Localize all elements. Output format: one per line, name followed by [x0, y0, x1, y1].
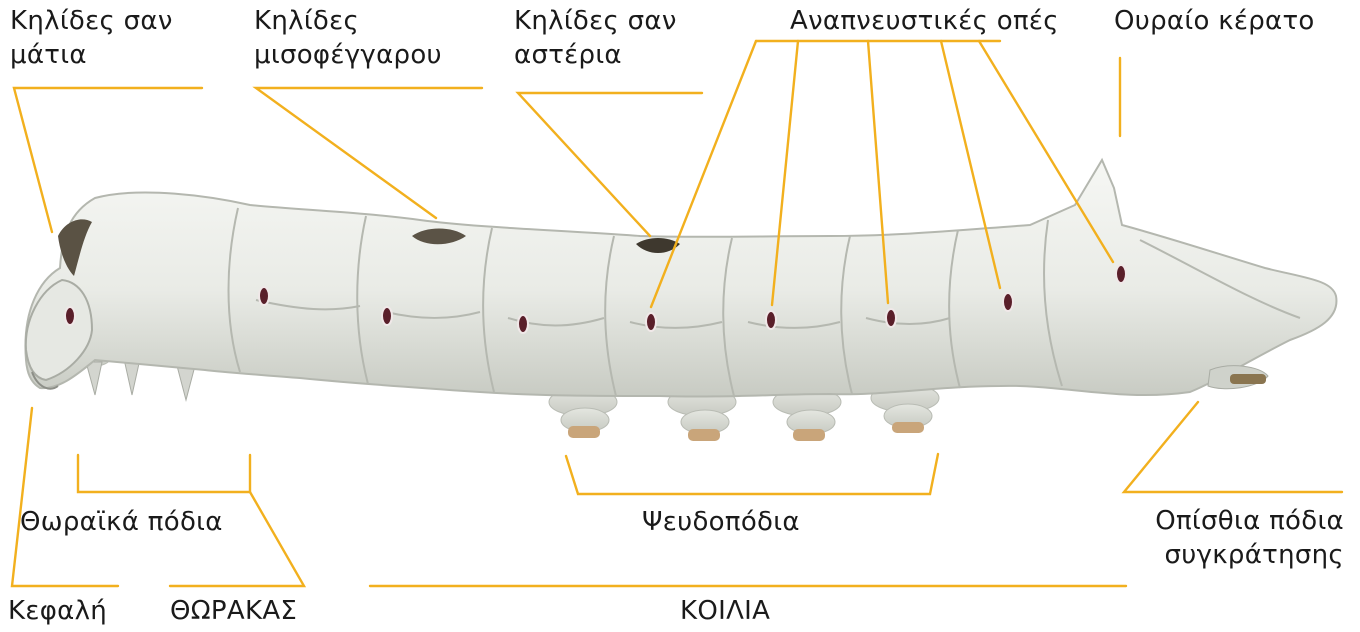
label-crescent-scales-line2: μισοφέγγαρου [254, 38, 442, 72]
proleg [773, 388, 841, 441]
label-crescent-scales-line1: Κηλίδες [254, 4, 442, 38]
label-star-scales-line1: Κηλίδες σαν [514, 4, 677, 38]
label-claspers-line2: συγκράτησης [1130, 538, 1344, 572]
leader-prolegs [566, 454, 938, 494]
label-prolegs: Ψευδοπόδια [642, 505, 800, 539]
label-crescent-scales: Κηλίδες μισοφέγγαρου [254, 4, 442, 72]
spiracle [1003, 293, 1013, 311]
spiracle [65, 307, 75, 325]
label-thoracic-legs: Θωραϊκά πόδια [20, 505, 223, 539]
label-spiracles: Αναπνευστικές οπές [790, 4, 1059, 38]
label-caudal-horn: Ουραίο κέρατο [1114, 4, 1315, 38]
spiracle [382, 307, 392, 325]
label-head: Κεφαλή [8, 594, 107, 628]
spiracle [1116, 265, 1126, 283]
label-star-scales-line2: αστέρια [514, 38, 677, 72]
label-eye-scales-line2: μάτια [10, 38, 173, 72]
leader-thoracic-legs [78, 455, 250, 492]
leader-claspers [1124, 402, 1342, 492]
body-outline [25, 160, 1336, 397]
clasper [1208, 366, 1268, 389]
leader-head [12, 408, 118, 586]
leader-crescent-scales [256, 88, 482, 218]
label-claspers: Οπίσθια πόδια συγκράτησης [1130, 504, 1344, 572]
leader-star-scales [518, 93, 702, 236]
label-claspers-line1: Οπίσθια πόδια [1130, 504, 1344, 538]
caterpillar-body [25, 160, 1336, 441]
label-star-scales: Κηλίδες σαν αστέρια [514, 4, 677, 72]
label-thorax: ΘΩΡΑΚΑΣ [170, 594, 297, 628]
spiracle [259, 287, 269, 305]
label-eye-scales: Κηλίδες σαν μάτια [10, 4, 173, 72]
label-eye-scales-line1: Κηλίδες σαν [10, 4, 173, 38]
spiracle [766, 311, 776, 329]
spiracle [886, 309, 896, 327]
label-abdomen: ΚΟΙΛΙΑ [680, 594, 770, 628]
spiracle [646, 313, 656, 331]
spiracle [518, 315, 528, 333]
